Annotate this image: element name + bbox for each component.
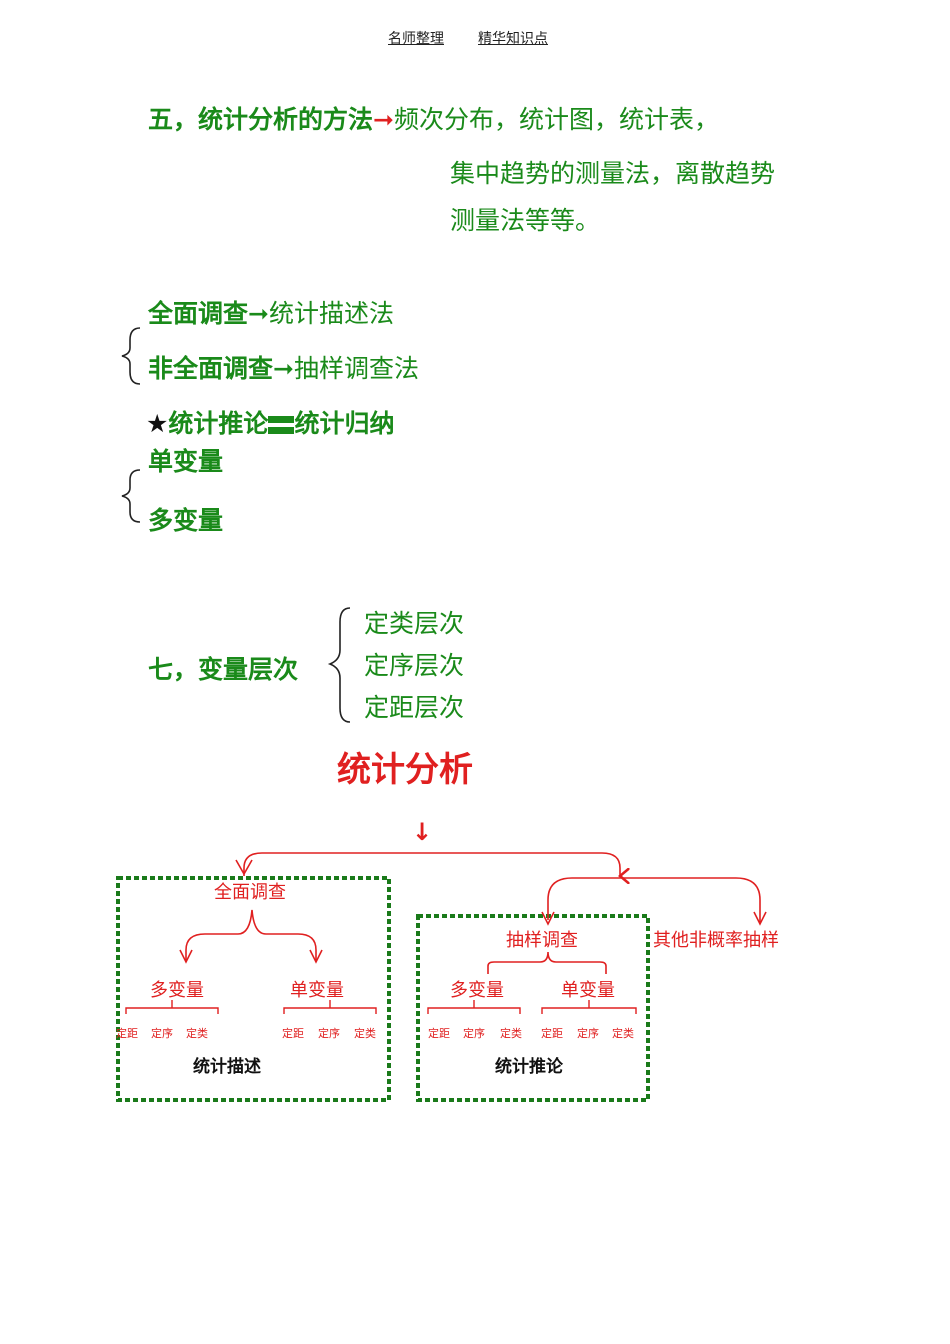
diagram-title: 统计分析 [337,750,473,790]
right-single-level-2: 定序 [577,1027,599,1040]
right-node-other-sampling: 其他非概率抽样 [653,930,779,951]
right-multi-level-1: 定距 [428,1027,450,1040]
equals-icon [268,416,295,434]
left-multi-level-1: 定距 [116,1027,138,1040]
section5-line3: 测量法等等。 [450,206,601,235]
full-survey-label: 全面调查 [148,299,249,328]
down-arrow-icon: ↓ [412,818,433,846]
partial-survey-row: 非全面调查➞抽样调查法 [148,349,419,385]
arrow-icon: ➞ [273,354,294,383]
right-multi-variable: 多变量 [450,980,504,1001]
left-multi-level-2: 定序 [151,1027,173,1040]
right-multi-level-2: 定序 [463,1027,485,1040]
right-multi-level-3: 定类 [500,1027,522,1040]
section5-line2: 集中趋势的测量法，离散趋势 [450,159,776,188]
left-single-level-1: 定距 [282,1027,304,1040]
level-interval: 定距层次 [364,693,465,722]
multi-variable-label: 多变量 [148,506,224,535]
box-right [416,914,650,1102]
arrow-icon: ➞ [248,299,269,328]
left-multi-variable: 多变量 [150,980,204,1001]
left-single-level-2: 定序 [318,1027,340,1040]
star-icon: ★ [146,409,169,438]
section5-heading-row: 五，统计分析的方法➞频次分布，统计图，统计表， [148,100,719,136]
inference-left: 统计推论 [168,409,269,438]
header-right: 精华知识点 [478,31,548,47]
right-single-level-1: 定距 [541,1027,563,1040]
left-multi-level-3: 定类 [186,1027,208,1040]
section5-title: 五，统计分析的方法 [148,105,374,134]
inference-row: ★统计推论统计归纳 [146,404,394,440]
right-node-sample-survey: 抽样调查 [506,930,578,951]
right-single-level-3: 定类 [612,1027,634,1040]
right-single-variable: 单变量 [561,980,615,1001]
left-single-level-3: 定类 [354,1027,376,1040]
partial-survey-method: 抽样调查法 [293,354,419,383]
box-left [116,876,391,1102]
header-left: 名师整理 [388,31,444,47]
section7-title: 七，变量层次 [148,655,299,684]
section5-line1: 频次分布，统计图，统计表， [393,105,719,134]
right-caption: 统计推论 [495,1057,563,1077]
arrow-icon: ➞ [373,105,394,134]
partial-survey-label: 非全面调查 [148,354,274,383]
left-single-variable: 单变量 [290,980,344,1001]
left-node-full-survey: 全面调查 [214,882,286,903]
page-header: 名师整理 精华知识点 [388,28,548,48]
full-survey-row: 全面调查➞统计描述法 [148,294,394,330]
level-ordinal: 定序层次 [364,651,465,680]
inference-right: 统计归纳 [294,409,395,438]
full-survey-method: 统计描述法 [268,299,394,328]
level-nominal: 定类层次 [364,609,465,638]
left-caption: 统计描述 [193,1057,261,1077]
single-variable-label: 单变量 [148,447,224,476]
